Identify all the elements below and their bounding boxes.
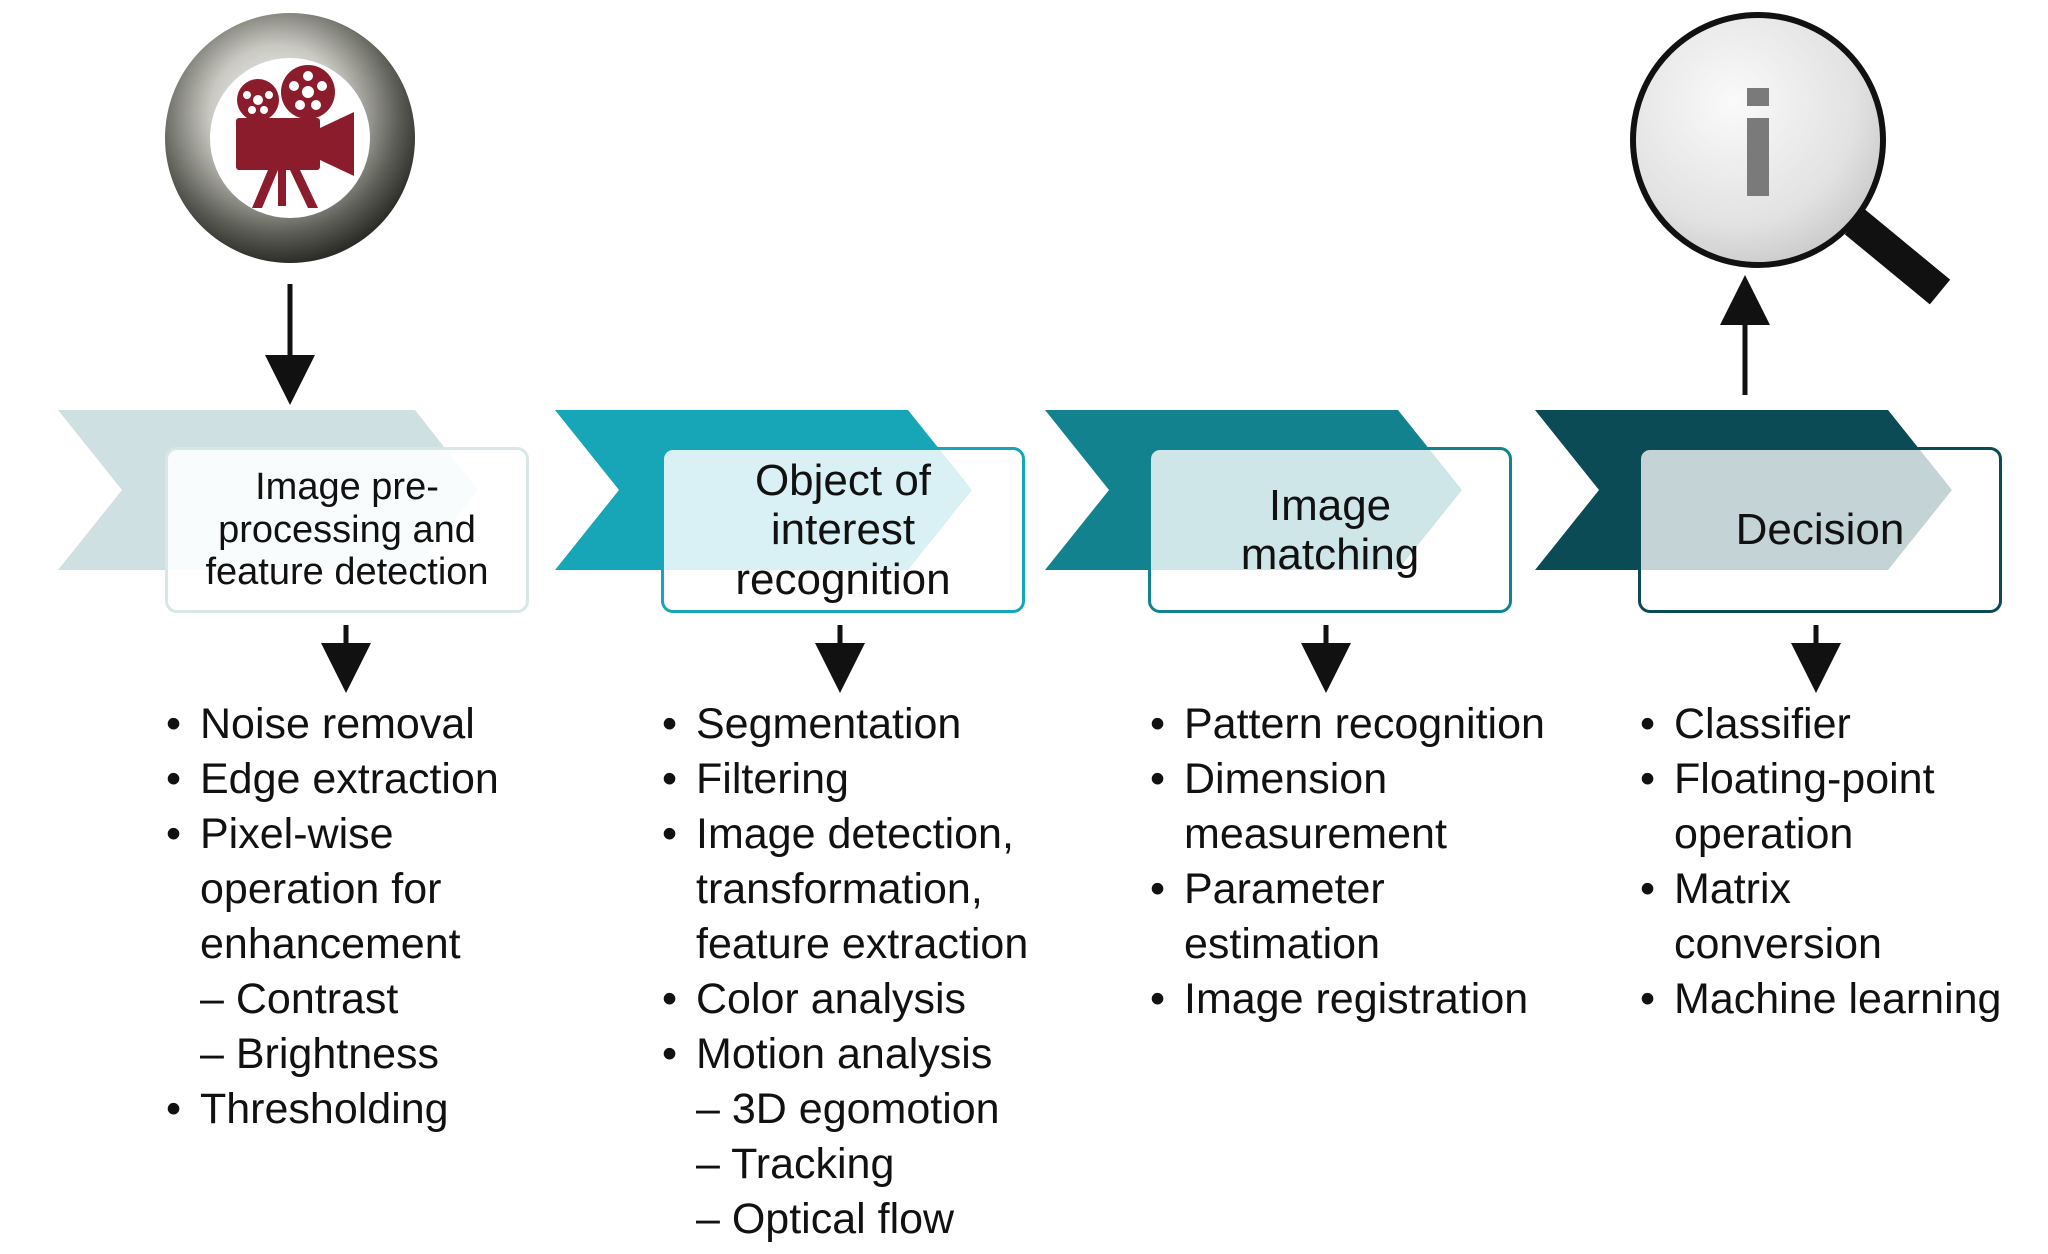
stage-label: Decision xyxy=(1736,505,1905,554)
stage-label-line: feature detection xyxy=(205,551,489,594)
stage-box-decision: Decision xyxy=(1638,447,2002,613)
list-item: Image registration xyxy=(1150,972,1600,1027)
list-item: Floating-point operation xyxy=(1640,752,2045,862)
list-item: Parameter estimation xyxy=(1150,862,1600,972)
list-item-text: Parameter xyxy=(1184,865,1385,913)
list-subitem: – Contrast xyxy=(200,975,399,1023)
list-item: Matrix conversion xyxy=(1640,862,2045,972)
list-item: Noise removal xyxy=(166,697,566,752)
list-item-text: Dimension xyxy=(1184,755,1388,803)
list-item: Color analysis xyxy=(662,972,1092,1027)
list-item: Motion analysis xyxy=(662,1027,1092,1082)
list-item: Segmentation xyxy=(662,697,1092,752)
stage-label-line: Decision xyxy=(1735,505,1905,555)
list-subitem: – Brightness xyxy=(200,1030,440,1078)
list-item: Thresholding xyxy=(166,1082,566,1137)
list-subitem: – Optical flow xyxy=(696,1195,955,1243)
stage-label-line: matching xyxy=(1240,530,1420,579)
stage-label-line: Object of xyxy=(754,456,932,506)
stage-2-list: Segmentation Filtering Image detection, t… xyxy=(662,697,1092,1247)
stage-box-preprocessing: Image pre- processing and feature detect… xyxy=(165,447,529,613)
list-item: Classifier xyxy=(1640,697,2045,752)
film-camera-icon xyxy=(165,13,415,263)
list-item: Machine learning xyxy=(1640,972,2045,1027)
stage-label: Image matching xyxy=(1241,481,1420,580)
stage-label-line: Image xyxy=(1268,480,1392,530)
list-item: Image detection, transformation, feature e… xyxy=(662,807,1092,972)
list-item: Edge extraction xyxy=(166,752,566,807)
list-item-text: Image detection, xyxy=(696,810,1014,858)
list-item-continuation: estimation xyxy=(1184,920,1380,968)
information-magnifier-icon xyxy=(1630,12,1951,305)
stage-label-line: interest xyxy=(770,505,916,555)
list-item-continuation: operation for xyxy=(200,865,442,913)
list-subitem: – 3D egomotion xyxy=(696,1085,1000,1133)
list-item-continuation: conversion xyxy=(1674,920,1882,968)
stage-label-line: Image pre- xyxy=(255,466,439,509)
list-item: Filtering xyxy=(662,752,1092,807)
list-item-continuation: operation xyxy=(1674,810,1854,858)
list-item-continuation: feature extraction xyxy=(696,920,1029,968)
list-item: Pattern recognition xyxy=(1150,697,1600,752)
stage-label-line: processing and xyxy=(218,508,476,551)
stage-3-list: Pattern recognition Dimension measurement… xyxy=(1150,697,1600,1027)
list-item-text: Matrix xyxy=(1674,865,1792,913)
list-item: Dimension measurement xyxy=(1150,752,1600,862)
list-item-text: Floating-point xyxy=(1674,755,1935,803)
stage-4-list: Classifier Floating-point operation Matri… xyxy=(1640,697,2045,1027)
stage-1-list: Noise removal Edge extraction Pixel-wise… xyxy=(166,697,566,1137)
list-item-continuation: measurement xyxy=(1184,810,1447,858)
list-item: Pixel-wise operation for enhancement xyxy=(166,807,566,972)
list-item-continuation: enhancement xyxy=(200,920,461,968)
stage-label: Object of interest recognition xyxy=(735,456,950,604)
stage-label: Image pre- processing and feature detect… xyxy=(205,466,488,594)
stage-label-line: recognition xyxy=(735,554,951,604)
stage-box-object-recognition: Object of interest recognition xyxy=(661,447,1025,613)
list-subitem: – Tracking xyxy=(696,1140,895,1188)
stage-box-image-matching: Image matching xyxy=(1148,447,1512,613)
list-item-continuation: transformation, xyxy=(696,865,983,913)
list-item-text: Pixel-wise xyxy=(200,810,394,858)
